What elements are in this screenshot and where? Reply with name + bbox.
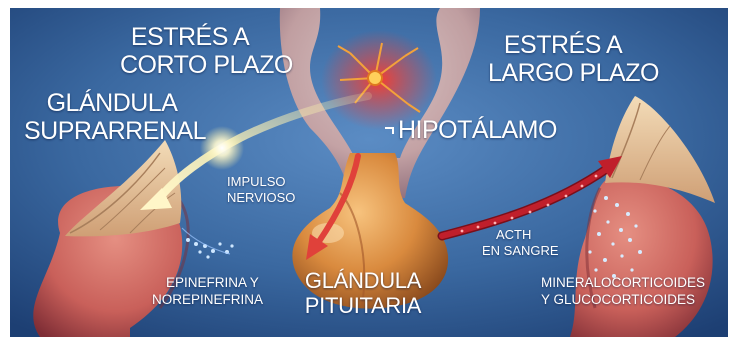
- pituitary-line-1: GLÁNDULA: [298, 268, 428, 293]
- hypothalamus-label: HIPOTÁLAMO: [398, 116, 557, 144]
- epinephrine-label: EPINEFRINA Y NOREPINEFRINA: [152, 274, 263, 308]
- acth-label: ACTH EN SANGRE: [482, 227, 559, 259]
- short-term-stress-label: ESTRÉS A CORTO PLAZO: [120, 23, 260, 79]
- long-term-stress-label: ESTRÉS A LARGO PLAZO: [488, 31, 638, 87]
- adrenal-line-1: GLÁNDULA: [24, 89, 200, 117]
- pituitary-line-2: PITUITARIA: [298, 293, 428, 318]
- nerve-impulse-line-1: IMPULSO: [227, 174, 295, 190]
- epinephrine-line-2: NOREPINEFRINA: [152, 291, 263, 308]
- adrenal-gland-label: GLÁNDULA SUPRARRENAL: [24, 89, 200, 145]
- nerve-impulse-flare: [200, 126, 244, 170]
- nerve-impulse-line-2: NERVIOSO: [227, 190, 295, 206]
- acth-line-2: EN SANGRE: [482, 243, 559, 259]
- corticoids-line-2: Y GLUCOCORTICOIDES: [541, 291, 705, 308]
- long-term-line-1: ESTRÉS A: [488, 31, 638, 59]
- epinephrine-line-1: EPINEFRINA Y: [152, 274, 263, 291]
- adrenal-line-2: SUPRARRENAL: [24, 117, 200, 145]
- corticoids-line-1: MINERALOCORTICOIDES: [541, 274, 705, 291]
- stress-diagram: ESTRÉS A CORTO PLAZO ESTRÉS A LARGO PLAZ…: [10, 8, 728, 337]
- long-term-line-2: LARGO PLAZO: [488, 59, 638, 87]
- pituitary-gland-label: GLÁNDULA PITUITARIA: [298, 268, 428, 318]
- nerve-impulse-label: IMPULSO NERVIOSO: [227, 174, 295, 206]
- corticoids-label: MINERALOCORTICOIDES Y GLUCOCORTICOIDES: [541, 274, 705, 308]
- short-term-line-2: CORTO PLAZO: [120, 51, 260, 79]
- short-term-line-1: ESTRÉS A: [120, 23, 260, 51]
- acth-line-1: ACTH: [482, 227, 559, 243]
